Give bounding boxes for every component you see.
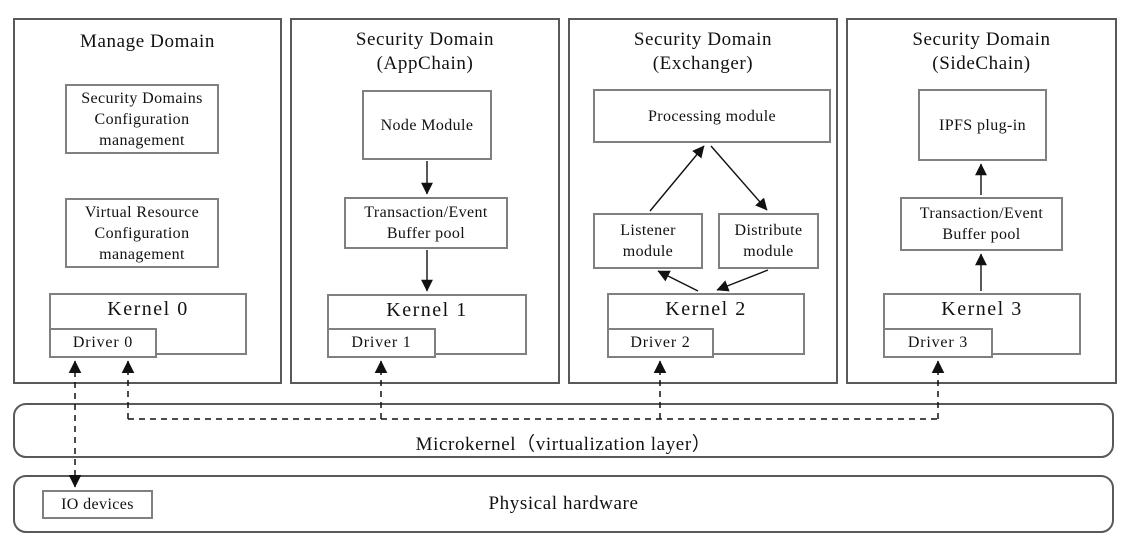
box-transaction-buffer-sidechain: Transaction/Event Buffer pool — [900, 197, 1063, 251]
box-processing-module: Processing module — [593, 89, 831, 143]
panel-title-sidechain: Security Domain (SideChain) — [912, 29, 1051, 74]
box-driver-3: Driver 3 — [883, 328, 993, 358]
physical-hardware-label: Physical hardware — [488, 493, 639, 514]
box-node-module: Node Module — [362, 90, 492, 160]
box-transaction-buffer-appchain: Transaction/Event Buffer pool — [344, 197, 508, 249]
box-security-domains-config: Security Domains Configuration managemen… — [65, 84, 219, 154]
layer-microkernel: Microkernel（virtualization layer） — [13, 403, 1114, 458]
layer-physical-hardware: Physical hardware — [13, 475, 1114, 533]
panel-title-exchanger: Security Domain (Exchanger) — [633, 29, 773, 74]
box-driver-2: Driver 2 — [607, 328, 714, 358]
panel-title-appchain: Security Domain (AppChain) — [355, 29, 495, 74]
box-listener-module: Listener module — [593, 213, 703, 269]
box-io-devices: IO devices — [42, 490, 153, 519]
box-distribute-module: Distribute module — [718, 213, 819, 269]
box-driver-1: Driver 1 — [327, 328, 436, 358]
box-virtual-resource-config: Virtual Resource Configuration managemen… — [65, 198, 219, 268]
box-ipfs-plugin: IPFS plug-in — [918, 89, 1047, 161]
box-driver-0: Driver 0 — [49, 328, 157, 358]
panel-title-manage-domain: Manage Domain — [80, 31, 215, 52]
microkernel-label: Microkernel（virtualization layer） — [415, 434, 712, 455]
